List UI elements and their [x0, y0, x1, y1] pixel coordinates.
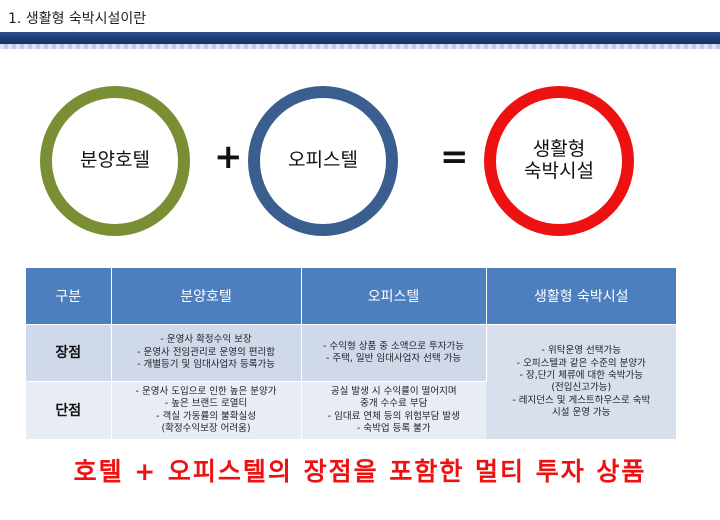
circle-hotel-label: 분양호텔 [80, 149, 150, 172]
row-label-advantages: 장점 [26, 324, 112, 382]
equals-sign: = [440, 137, 469, 177]
table-row-disadvantages: 단점 - 운영사 도입으로 인한 높은 분양가- 높은 브랜드 로열티- 객실 … [26, 381, 676, 440]
list-item: - 객실 가동률의 불확실성 [156, 410, 256, 422]
list-item: - 숙박업 등록 불가 [356, 423, 431, 435]
circle-residence-label: 생활형 숙박시설 [524, 138, 594, 182]
header-bar [0, 32, 720, 44]
list-item: 시설 운영 가능 [552, 406, 611, 418]
list-item: - 개별등기 및 임대사업자 등록가능 [137, 359, 275, 371]
circle-officetel-label: 오피스텔 [288, 149, 358, 172]
table-header-row: 구분 분양호텔 오피스텔 생활형 숙박시설 [26, 268, 676, 325]
table-row-advantages: 장점 - 운영사 확정수익 보장- 운영사 전임관리로 운영의 편리함- 개별등… [26, 324, 676, 440]
list-hotel-advantages: - 운영사 확정수익 보장- 운영사 전임관리로 운영의 편리함- 개별등기 및… [118, 334, 295, 371]
list-item: - 수익형 상품 중 소액으로 투자가능 [323, 340, 464, 352]
circle-residence: 생활형 숙박시설 [484, 86, 634, 236]
cell-hotel-advantages: - 운영사 확정수익 보장- 운영사 전임관리로 운영의 편리함- 개별등기 및… [111, 324, 302, 382]
slogan-banner: 호텔 + 오피스텔의 장점을 포함한 멀티 투자 상품 [73, 457, 647, 486]
header-bar-texture [0, 44, 720, 49]
list-item: - 운영사 확정수익 보장 [160, 334, 252, 346]
list-item: - 오피스텔과 같은 수준의 분양가 [516, 357, 646, 369]
cell-officetel-advantages: - 수익형 상품 중 소액으로 투자가능- 주택, 일반 임대사업자 선택 가능 [301, 324, 487, 382]
header-category: 구분 [26, 268, 112, 325]
list-residence: - 위탁운영 선택가능- 오피스텔과 같은 수준의 분양가- 장,단기 체류에 … [493, 345, 671, 419]
list-item: (전입신고가능) [551, 382, 612, 394]
list-item: - 운영사 전임관리로 운영의 편리함 [137, 346, 275, 358]
list-item: - 높은 브랜드 로열티 [164, 398, 248, 410]
circle-officetel: 오피스텔 [248, 86, 398, 236]
row-label-disadvantages: 단점 [26, 381, 112, 440]
list-item: (확정수익보장 어려움) [161, 423, 251, 435]
cell-residence-merged: - 위탁운영 선택가능- 오피스텔과 같은 수준의 분양가- 장,단기 체류에 … [486, 324, 676, 440]
circle-hotel: 분양호텔 [40, 86, 190, 236]
list-item: - 레지던스 및 게스트하우스로 숙박 [512, 394, 651, 406]
page-title: 1. 생활형 숙박시설이란 [8, 11, 147, 27]
list-item: - 운영사 도입으로 인한 높은 분양가 [135, 386, 277, 397]
list-officetel-advantages: - 수익형 상품 중 소액으로 투자가능- 주택, 일반 임대사업자 선택 가능 [308, 341, 480, 366]
header-hotel: 분양호텔 [111, 268, 302, 325]
list-item: - 위탁운영 선택가능 [541, 345, 621, 357]
list-hotel-disadvantages: - 운영사 도입으로 인한 높은 분양가- 높은 브랜드 로열티- 객실 가동률… [118, 386, 295, 435]
list-item: - 임대료 연체 등의 위험부담 발생 [327, 410, 460, 422]
plus-sign: + [214, 137, 243, 177]
list-item: 중개 수수료 부담 [360, 398, 428, 410]
list-item: - 장,단기 체류에 대한 숙박가능 [519, 369, 643, 381]
list-item: 공실 발생 시 수익률이 떨어지며 [330, 386, 457, 397]
header-residence: 생활형 숙박시설 [486, 268, 676, 325]
comparison-table: 구분 분양호텔 오피스텔 생활형 숙박시설 장점 - 운영사 확정수익 보장- … [26, 268, 676, 440]
cell-hotel-disadvantages: - 운영사 도입으로 인한 높은 분양가- 높은 브랜드 로열티- 객실 가동률… [111, 381, 302, 440]
header-officetel: 오피스텔 [301, 268, 487, 325]
list-item: - 주택, 일반 임대사업자 선택 가능 [325, 353, 462, 364]
